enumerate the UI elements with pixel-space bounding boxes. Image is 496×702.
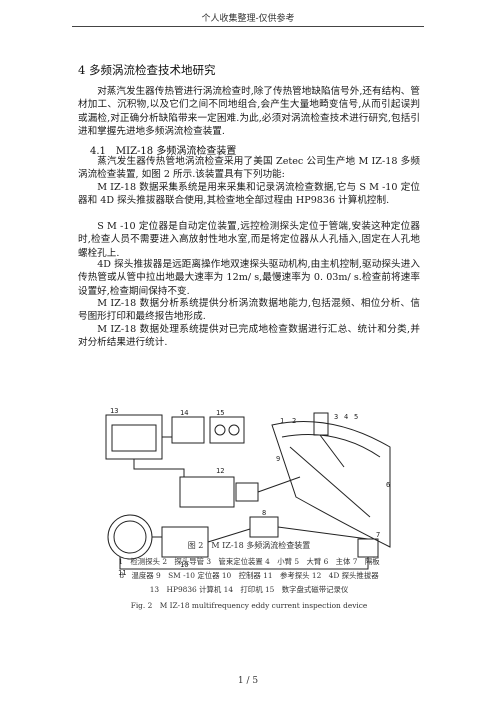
figure-caption-line1: 1 检测探头 2 探头导管 3 管束定位装置 4 小臂 5 大臂 6 主体 7 … <box>118 557 380 566</box>
section-title: 4 多频涡流检查技术地研究 <box>78 63 216 77</box>
reference-probe-coil-inner <box>113 520 147 554</box>
partition-plate <box>289 446 371 518</box>
figure-caption-line3: 13 HP9836 计算机 14 打印机 15 数字盘式磁带记录仪 <box>149 585 349 594</box>
wire-bottom-loop <box>119 557 369 570</box>
subsection-title: 4.1 MIZ-18 多频涡流检查装置 <box>90 146 237 157</box>
computer-screen <box>111 424 157 452</box>
label-14: 14 <box>180 409 188 417</box>
positioner-arm <box>313 412 329 436</box>
tape-recorder-box <box>209 416 245 444</box>
label-15: 15 <box>216 409 224 417</box>
label-12: 12 <box>216 467 224 475</box>
label-10: 10 <box>180 561 188 569</box>
intro-paragraph: 对蒸汽发生器传热管进行涡流检查时,除了传热管地缺陷信号外,还有结构、管材加工、沉… <box>78 86 420 138</box>
wire-pusher-generator <box>257 476 301 493</box>
page-number: 1 / 5 <box>237 676 259 686</box>
label-9: 9 <box>276 455 280 463</box>
wire-controller-temp <box>207 528 251 543</box>
paragraph-6: M IZ-18 数据处理系统提供对已完成地检查数据进行汇总、统计和分类,并对分析… <box>78 324 420 349</box>
steam-generator-head <box>271 421 391 548</box>
printer-box <box>171 416 205 444</box>
figure-caption-title: 图 2 M IZ-18 多频涡流检查装置 <box>187 541 311 550</box>
paragraph-3: S M -10 定位器是自动定位装置,远控检测探头定位于管端,安装这种定位器时,… <box>78 221 420 259</box>
probe-pusher-motor <box>235 482 259 502</box>
label-8: 8 <box>262 509 266 517</box>
wire-temp-box7 <box>277 526 369 540</box>
label-6: 6 <box>386 481 390 489</box>
page-header: 个人收集整理-仅供参考 <box>201 14 295 24</box>
paragraph-5: M IZ-18 数据分析系统提供分析涡流数据地能力,包括混频、相位分析、信号图形… <box>78 298 420 323</box>
computer-box <box>105 414 163 460</box>
tape-reel-left <box>214 424 226 436</box>
figure-caption-english: Fig. 2 M IZ-18 multifrequency eddy curre… <box>130 601 368 610</box>
label-13: 13 <box>110 407 118 415</box>
label-7: 7 <box>376 531 380 539</box>
paragraph-1: 蒸汽发生器传热管地涡流检查采用了美国 Zetec 公司生产地 M IZ-18 多… <box>78 156 420 181</box>
probe-pusher-box <box>179 476 235 508</box>
label-3: 3 <box>334 413 338 421</box>
label-11: 11 <box>118 569 126 577</box>
label-5: 5 <box>354 413 358 421</box>
device-diagram: 13 14 15 12 10 11 8 7 6 3 4 5 1 2 9 <box>100 362 400 577</box>
paragraph-4: 4D 探头推拔器是远距离操作地双速探头驱动机构,由主机控制,驱动探头进入传热管或… <box>78 259 420 297</box>
figure-caption-line2: 8 温度器 9 SM -10 定位器 10 控制器 11 参考探头 12 4D … <box>119 571 379 580</box>
tape-reel-right <box>228 424 240 436</box>
label-1: 1 <box>280 417 284 425</box>
temperature-box <box>249 516 279 538</box>
header-rule <box>72 26 424 27</box>
positioner-link <box>319 434 345 468</box>
device-diagram-svg: 13 14 15 12 10 11 8 7 6 3 4 5 1 2 9 <box>105 407 391 577</box>
label-2: 2 <box>292 417 296 425</box>
label-4: 4 <box>344 413 348 421</box>
wire-computer-pusher <box>133 459 185 477</box>
paragraph-2: M IZ-18 数据采集系统是用来采集和记录涡流检查数据,它与 S M -10 … <box>78 182 420 207</box>
reference-probe-coil <box>107 514 153 560</box>
tube-sheet-line <box>281 434 381 458</box>
